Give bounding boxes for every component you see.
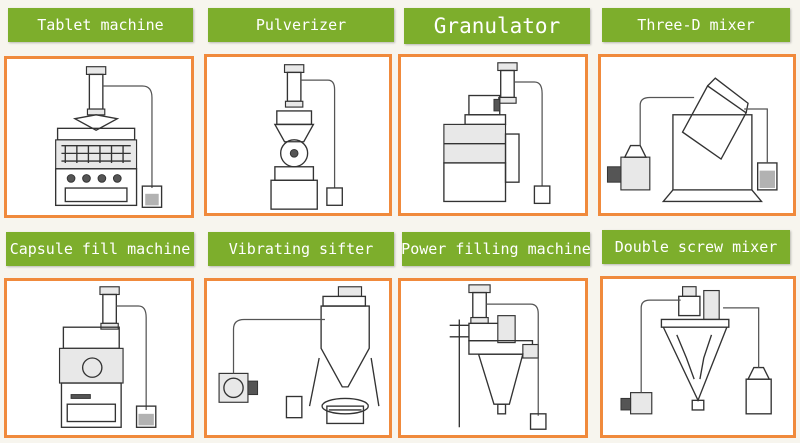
double-screw-mixer-illustration xyxy=(600,276,796,438)
label-tablet-machine: Tablet machine xyxy=(8,8,193,42)
power-filling-machine-illustration xyxy=(398,278,588,438)
granulator-illustration xyxy=(398,54,588,216)
vibrating-sifter-illustration xyxy=(204,278,392,438)
pulverizer-illustration xyxy=(204,54,392,216)
label-double-screw-mixer: Double screw mixer xyxy=(602,230,790,264)
label-vibrating-sifter: Vibrating sifter xyxy=(208,232,394,266)
three-d-mixer-illustration xyxy=(598,54,796,216)
label-three-d-mixer: Three-D mixer xyxy=(602,8,790,42)
label-granulator: Granulator xyxy=(404,8,590,44)
label-power-filling-machine: Power filling machine xyxy=(402,232,590,266)
capsule-fill-machine-illustration xyxy=(4,278,194,438)
label-capsule-fill-machine: Capsule fill machine xyxy=(6,232,194,266)
tablet-machine-illustration xyxy=(4,56,194,218)
label-pulverizer: Pulverizer xyxy=(208,8,394,42)
